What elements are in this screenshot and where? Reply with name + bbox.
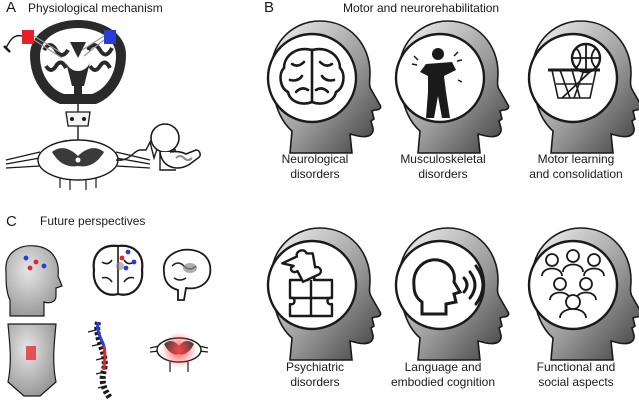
basketball-hoop-icon — [548, 42, 602, 99]
caption-neurological: Neurological disorders — [245, 152, 385, 182]
caption-line-1: Language and — [404, 360, 482, 374]
caption-line-1: Psychiatric — [285, 360, 344, 374]
anode-electrode — [22, 30, 34, 44]
caption-line-1: Musculoskeletal — [400, 152, 486, 166]
peripheral-nerve — [115, 139, 176, 161]
head-icon-functional — [527, 227, 639, 361]
caption-line-2: disorders — [290, 167, 340, 181]
brainstem-section — [65, 111, 91, 127]
caption-language: Language and embodied cognition — [373, 360, 513, 390]
panel-c-title: Future perspectives — [40, 214, 146, 228]
brain-icon — [279, 47, 345, 105]
brain-top-view-icon — [92, 244, 144, 296]
panel-c-future — [5, 244, 212, 400]
cathode-electrode — [104, 30, 116, 44]
caption-line-2: and consolidation — [529, 167, 623, 181]
caption-motor-learning: Motor learning and consolidation — [506, 152, 639, 182]
puzzle-icon — [281, 249, 334, 318]
arm-icon — [150, 123, 201, 171]
head-icon-psychiatric — [266, 227, 382, 361]
head-icon-motor-learning — [527, 20, 639, 154]
people-group-icon — [541, 249, 605, 319]
panel-b-letter: B — [264, 0, 275, 16]
brain-coronal-section — [3, 20, 126, 104]
head-scalp-stimulation-icon — [5, 245, 63, 317]
panel-c-letter: C — [6, 213, 17, 230]
head-icon-language — [394, 227, 510, 361]
caption-line-2: disorders — [290, 375, 340, 389]
caption-psychiatric: Psychiatric disorders — [245, 360, 385, 390]
caption-line-2: social aspects — [538, 375, 614, 389]
spinal-cord-section — [5, 139, 151, 190]
torso-stimulation-icon — [7, 323, 57, 397]
panel-b-applications — [266, 20, 639, 361]
panel-a-mechanism — [3, 20, 201, 190]
panel-a-title: Physiological mechanism — [28, 1, 163, 15]
caption-line-1: Neurological — [281, 152, 349, 166]
head-icon-neurological — [266, 20, 382, 154]
caption-line-2: disorders — [418, 167, 468, 181]
spinal-cord-stimulation-icon — [149, 332, 209, 372]
pain-person-icon — [411, 48, 463, 118]
caption-line-1: Functional and — [536, 360, 616, 374]
speaking-head-icon — [412, 258, 485, 316]
caption-line-1: Motor learning — [537, 152, 615, 166]
brain-side-view-icon — [163, 248, 212, 301]
spine-stimulation-icon — [87, 321, 113, 400]
caption-functional: Functional and social aspects — [506, 360, 639, 390]
caption-musculoskeletal: Musculoskeletal disorders — [373, 152, 513, 182]
panel-a-letter: A — [6, 0, 17, 16]
head-icon-musculoskeletal — [394, 20, 510, 154]
panel-b-title: Motor and neurorehabilitation — [343, 1, 500, 15]
caption-line-2: embodied cognition — [390, 375, 496, 389]
